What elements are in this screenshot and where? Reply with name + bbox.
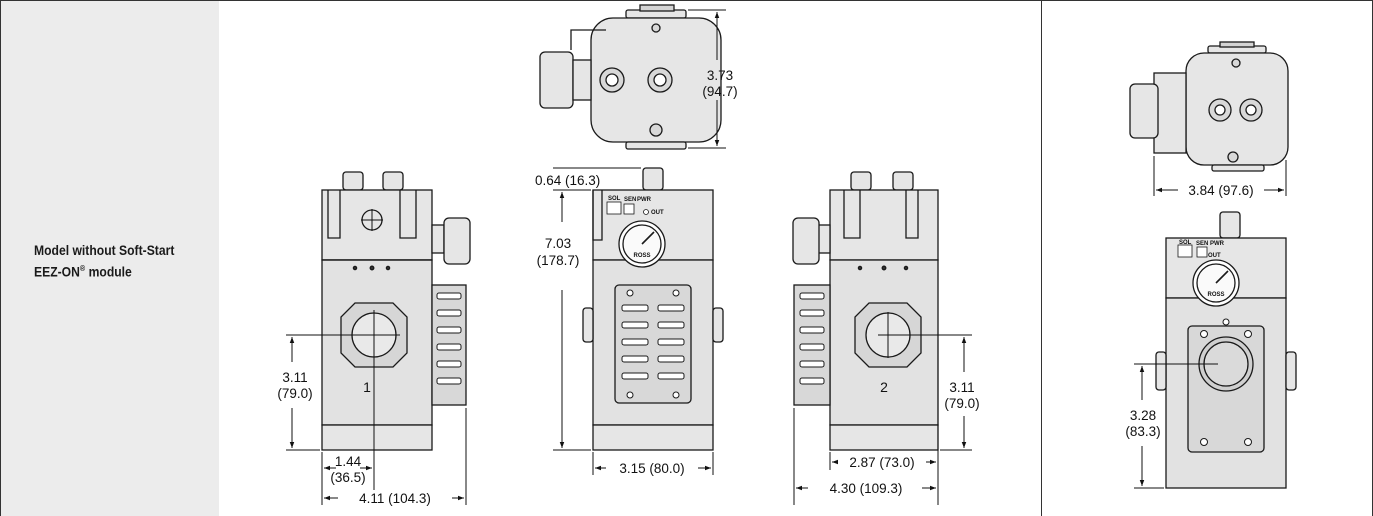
- front-b-brand: ROSS: [1207, 292, 1224, 298]
- right-overall-width: 4.30 (109.3): [830, 481, 903, 496]
- top-a-height-in: 3.73: [707, 68, 733, 83]
- front-height-mm: (178.7): [537, 253, 580, 268]
- left-port-height-in: 3.11: [282, 370, 307, 385]
- front-legend-out: OUT: [651, 210, 664, 216]
- left-port-height-mm: (79.0): [277, 386, 312, 401]
- left-centerlines: [286, 209, 467, 505]
- left-offset-mm: (36.5): [330, 470, 365, 485]
- front-dims: [553, 167, 714, 475]
- top-view-a: [539, 4, 722, 150]
- top-b-width-dim: [1153, 156, 1287, 196]
- top-a-height-dim: [688, 9, 726, 149]
- right-port-tag: 2: [880, 379, 888, 395]
- front-view: [582, 167, 724, 451]
- front-legend-pwr: PWR: [637, 197, 652, 203]
- right-vents: [799, 292, 825, 385]
- front-b-dims: [1134, 363, 1218, 489]
- front-b-legend-pwr: PWR: [1210, 241, 1225, 247]
- front-b-legend-sen: SEN: [1196, 241, 1208, 247]
- right-dims: [793, 312, 972, 505]
- model-label: Model without Soft-Start EEZ-ON® module: [34, 242, 174, 282]
- registered-mark: ®: [79, 264, 86, 273]
- right-port-height-in: 3.11: [949, 380, 974, 395]
- top-view-b: [1129, 41, 1289, 172]
- front-b-holes: [1200, 318, 1252, 446]
- front-top-offset: 0.64 (16.3): [535, 173, 600, 188]
- left-offset-in: 1.44: [335, 454, 362, 469]
- right-port-height-mm: (79.0): [944, 396, 979, 411]
- front-b-port-height-in: 3.28: [1130, 408, 1156, 423]
- row-label-cell: [0, 0, 219, 516]
- front-width: 3.15 (80.0): [619, 461, 684, 476]
- front-brand: ROSS: [633, 253, 650, 259]
- front-vents: [621, 289, 685, 399]
- front-b-legend-sol: SOL: [1179, 240, 1192, 246]
- front-legend-sen: SEN: [624, 197, 636, 203]
- front-legend-sol: SOL: [608, 196, 621, 202]
- front-b-legend-out: OUT: [1208, 253, 1221, 259]
- model-label-line2: EEZ-ON® module: [34, 264, 132, 280]
- model-label-line1: Model without Soft-Start: [34, 243, 175, 258]
- front-height-in: 7.03: [545, 236, 571, 251]
- top-a-height-mm: (94.7): [702, 84, 737, 99]
- left-side-view: [321, 171, 471, 451]
- right-port-offset: 2.87 (73.0): [849, 455, 914, 470]
- right-side-view: [792, 171, 939, 451]
- front-view-b: [1155, 211, 1297, 489]
- top-b-width: 3.84 (97.6): [1188, 183, 1253, 198]
- left-overall-width: 4.11 (104.3): [359, 491, 431, 506]
- left-vents: [436, 292, 462, 385]
- left-port-tag: 1: [363, 379, 371, 395]
- front-b-port-height-mm: (83.3): [1125, 424, 1160, 439]
